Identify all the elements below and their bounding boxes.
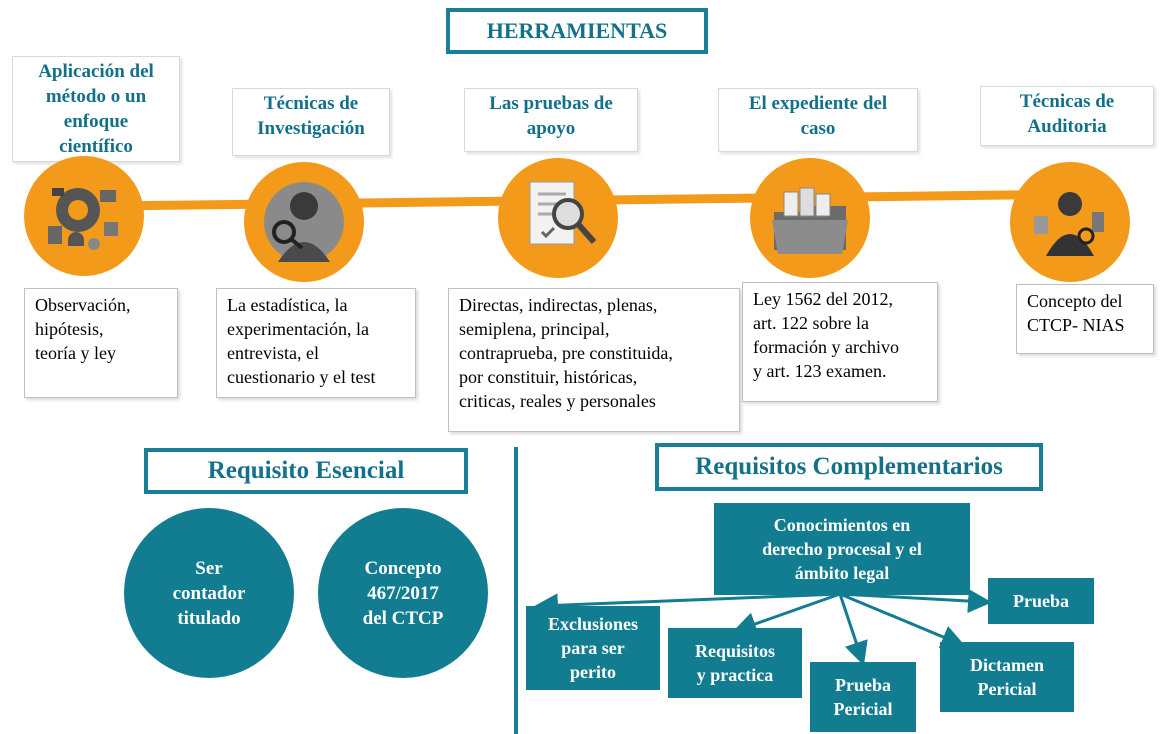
child-prueba-pericial: Prueba Pericial — [810, 662, 916, 732]
desc-expediente: Ley 1562 del 2012, art. 122 sobre la for… — [742, 282, 938, 402]
investigator-magnifier-icon — [244, 162, 364, 282]
desc-tecnicas-investigacion: La estadística, la experimentación, la e… — [216, 288, 416, 398]
desc-auditoria: Concepto del CTCP- NIAS — [1016, 284, 1154, 354]
child-prueba: Prueba — [988, 578, 1094, 624]
root-conocimientos: Conocimientos en derecho procesal y el á… — [714, 503, 970, 595]
tool-label-pruebas-apoyo: Las pruebas de apoyo — [464, 88, 638, 152]
desc-pruebas-apoyo: Directas, indirectas, plenas, semiplena,… — [448, 288, 740, 432]
child-requisitos-practica: Requisitos y practica — [668, 628, 802, 698]
essential-title: Requisito Esencial — [144, 448, 468, 494]
complementary-title: Requisitos Complementarios — [655, 443, 1043, 491]
desc-metodo: Observación, hipótesis, teoría y ley — [24, 288, 178, 398]
auditor-icon — [1010, 162, 1130, 282]
science-method-icon — [24, 156, 144, 276]
essential-item-concepto: Concepto 467/2017 del CTCP — [318, 508, 488, 678]
document-magnifier-icon — [498, 158, 618, 278]
tool-label-auditoria: Técnicas de Auditoria — [980, 86, 1154, 146]
essential-item-contador: Ser contador titulado — [124, 508, 294, 678]
folder-files-icon — [750, 158, 870, 278]
main-title: HERRAMIENTAS — [446, 8, 708, 54]
tool-label-expediente: El expediente del caso — [718, 88, 918, 152]
child-dictamen-pericial: Dictamen Pericial — [940, 642, 1074, 712]
section-divider — [514, 447, 518, 734]
tool-label-tecnicas-investigacion: Técnicas de Investigación — [232, 88, 390, 156]
child-exclusiones: Exclusiones para ser perito — [526, 606, 660, 690]
tool-label-metodo: Aplicación del método o un enfoque cient… — [12, 56, 180, 162]
